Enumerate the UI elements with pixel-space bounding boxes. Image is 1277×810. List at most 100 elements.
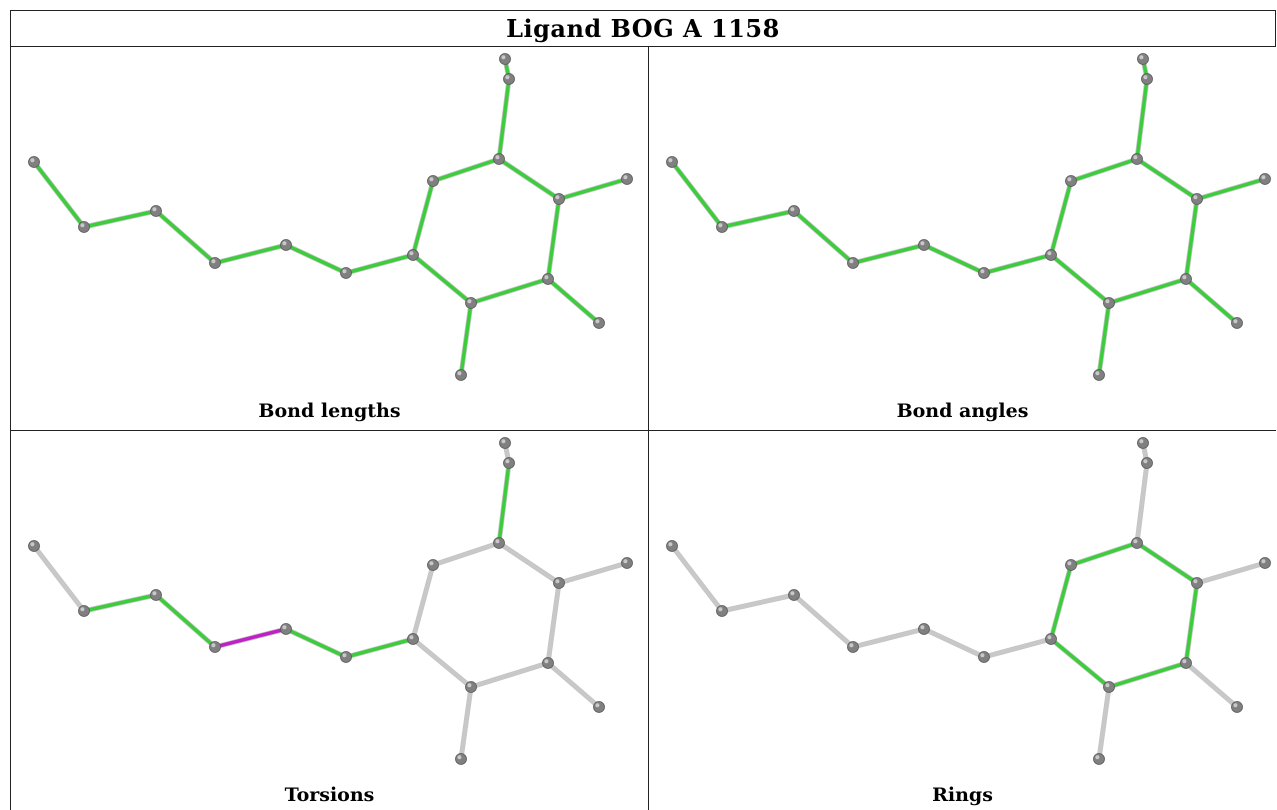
atom-highlight bbox=[211, 643, 216, 648]
atom-highlight bbox=[544, 275, 549, 280]
atom bbox=[209, 641, 221, 653]
bond bbox=[1184, 277, 1239, 325]
atom bbox=[918, 623, 930, 635]
atom bbox=[716, 221, 728, 233]
atom bbox=[455, 753, 467, 765]
atom-highlight bbox=[457, 371, 462, 376]
panel-bond-lengths: Bond lengths bbox=[11, 47, 648, 430]
atom bbox=[1141, 73, 1153, 85]
bond bbox=[344, 637, 415, 659]
bond bbox=[546, 277, 601, 325]
atom bbox=[427, 175, 439, 187]
atom-highlight bbox=[980, 653, 985, 658]
atom-highlight bbox=[595, 703, 600, 708]
bond bbox=[469, 277, 550, 305]
molecule-bond-lengths bbox=[28, 53, 633, 381]
bond bbox=[1195, 177, 1267, 201]
bond bbox=[557, 177, 629, 201]
bond bbox=[1049, 637, 1111, 689]
bond bbox=[1069, 541, 1139, 567]
bond bbox=[213, 243, 288, 265]
atom-highlight bbox=[1233, 319, 1238, 324]
atom-highlight bbox=[342, 653, 347, 658]
bond bbox=[431, 157, 501, 183]
atom bbox=[1231, 317, 1243, 329]
bond bbox=[1107, 277, 1188, 305]
atom bbox=[553, 577, 565, 589]
atom bbox=[978, 267, 990, 279]
bond bbox=[851, 627, 926, 649]
bond bbox=[720, 209, 796, 229]
atom-highlight bbox=[668, 542, 673, 547]
atom-highlight bbox=[80, 223, 85, 228]
bond bbox=[497, 157, 561, 201]
atom-highlight bbox=[668, 158, 673, 163]
bond bbox=[469, 661, 550, 689]
bond bbox=[344, 253, 415, 275]
atom bbox=[666, 156, 678, 168]
bond bbox=[213, 627, 288, 649]
bond bbox=[411, 253, 473, 305]
bond bbox=[154, 209, 217, 265]
atom-highlight bbox=[1095, 371, 1100, 376]
bond bbox=[497, 461, 511, 545]
molecule-bond-angles bbox=[666, 53, 1271, 381]
atom-highlight bbox=[505, 459, 510, 464]
atom bbox=[666, 540, 678, 552]
atom bbox=[1045, 633, 1057, 645]
atom-highlight bbox=[920, 241, 925, 246]
atom bbox=[78, 605, 90, 617]
atom-highlight bbox=[505, 75, 510, 80]
atom-highlight bbox=[595, 319, 600, 324]
atom-highlight bbox=[1193, 579, 1198, 584]
panel-caption: Bond lengths bbox=[258, 400, 401, 422]
atom-highlight bbox=[152, 591, 157, 596]
figure-frame: Ligand BOG A 1158 Bond lengths Bond angl… bbox=[10, 10, 1277, 810]
atom-highlight bbox=[1193, 195, 1198, 200]
atom bbox=[788, 589, 800, 601]
atom-highlight bbox=[1133, 155, 1138, 160]
atom-highlight bbox=[501, 439, 506, 444]
atom bbox=[621, 173, 633, 185]
atom-highlight bbox=[457, 755, 462, 760]
atom bbox=[465, 297, 477, 309]
atom bbox=[427, 559, 439, 571]
atom-highlight bbox=[429, 177, 434, 182]
atom bbox=[503, 73, 515, 85]
atom bbox=[493, 153, 505, 165]
atom-highlight bbox=[30, 542, 35, 547]
atom bbox=[1259, 173, 1271, 185]
atom-highlight bbox=[1105, 299, 1110, 304]
atom bbox=[493, 537, 505, 549]
atom-highlight bbox=[282, 241, 287, 246]
atom bbox=[1191, 193, 1203, 205]
panel-caption: Bond angles bbox=[896, 400, 1029, 422]
panel-grid: Bond lengths Bond angles Torsions Rings bbox=[10, 46, 1276, 810]
atom bbox=[621, 557, 633, 569]
atom-highlight bbox=[1105, 683, 1110, 688]
atom bbox=[340, 267, 352, 279]
atom-highlight bbox=[1261, 175, 1266, 180]
atom-highlight bbox=[718, 223, 723, 228]
atom bbox=[28, 156, 40, 168]
bond bbox=[922, 243, 986, 275]
bond bbox=[720, 593, 796, 613]
atom bbox=[593, 317, 605, 329]
atom bbox=[1180, 273, 1192, 285]
panel-caption: Rings bbox=[932, 784, 993, 806]
atom-highlight bbox=[555, 579, 560, 584]
atom bbox=[1191, 577, 1203, 589]
bond bbox=[1184, 197, 1199, 281]
panel-torsions: Torsions bbox=[11, 431, 648, 810]
atom-highlight bbox=[623, 559, 628, 564]
bond bbox=[497, 77, 511, 161]
atom-highlight bbox=[623, 175, 628, 180]
atom bbox=[1093, 753, 1105, 765]
atom bbox=[1137, 437, 1149, 449]
atom bbox=[407, 249, 419, 261]
atom bbox=[593, 701, 605, 713]
atom bbox=[407, 633, 419, 645]
bond bbox=[982, 637, 1053, 659]
atom-highlight bbox=[409, 251, 414, 256]
atom bbox=[1065, 175, 1077, 187]
